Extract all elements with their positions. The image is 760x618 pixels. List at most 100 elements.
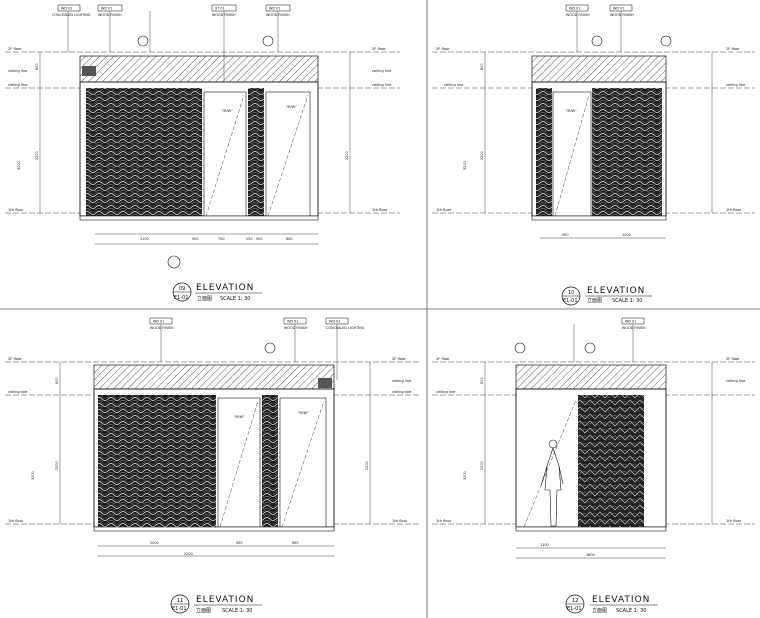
level-label: 2F floor (436, 357, 450, 361)
panel-title-block: 09 E1-01 ELEVATION 立面图 SCALE 1: 30 (172, 282, 262, 302)
vertical-dimensions: 2200 3200 800 (463, 52, 713, 213)
note-tags: WD 01 WOOD FINISH (573, 317, 646, 362)
panel-title-block: 12 E1-01 ELEVATION 立面图 SCALE 1: 30 (565, 594, 658, 614)
note-label: CONCEALED LIGHTING (326, 326, 365, 330)
dim-label: 3200 (463, 471, 467, 480)
dim-label: 800 (480, 64, 484, 70)
dim-label: 900 (562, 233, 568, 237)
wood-panel-wall (578, 395, 644, 527)
level-label: ceiling line (372, 83, 392, 87)
section-callout (167, 255, 181, 269)
section-marker (584, 342, 596, 354)
dim-label: 500 (236, 541, 242, 545)
level-label: ceiling line (444, 83, 464, 87)
tag-label: WD 01 (287, 320, 298, 324)
level-label: 1th floor (436, 519, 452, 523)
dim-label: 2200 (150, 541, 159, 545)
level-lines: 2F floor ceiling line 1th floor 2F floor… (432, 47, 755, 214)
section-marker (660, 35, 672, 47)
dim-label: 800 (286, 237, 292, 241)
panel-scale: SCALE 1: 30 (220, 296, 250, 302)
horizontal-dimensions: 1100 900 750 250 900 800 (95, 233, 318, 245)
panel-scale: SCALE 1: 30 (612, 298, 642, 304)
door-sign: "M/W" (286, 105, 297, 109)
note-tags: WD 01 WOOD FINISH WD 01 WOOD FINISH WD 0… (149, 317, 365, 380)
section-marker (262, 35, 274, 47)
panel-title: ELEVATION (196, 595, 254, 605)
dim-label: 2200 (345, 151, 349, 160)
level-label: 1th floor (8, 208, 24, 212)
tag-label: WD 01 (61, 7, 72, 11)
wood-panel-wall (86, 88, 202, 216)
dim-label: 750 (218, 237, 224, 241)
vertical-dimensions: 2200 3200 800 2200 (31, 362, 371, 524)
elevation-panel-11: WD 01 WOOD FINISH WD 01 WOOD FINISH WD 0… (5, 317, 420, 614)
panel-scale: SCALE 1: 30 (222, 608, 252, 614)
panel-ref: E1-01 (567, 606, 582, 612)
ceiling-slab (515, 364, 667, 390)
level-lines: 2F floor ceiling line 1th floor 2F floor… (5, 357, 420, 525)
door-sign: "M/W" (298, 411, 309, 415)
level-label: 1th floor (436, 208, 452, 212)
level-label: 2F floor (8, 357, 22, 361)
level-label: ceiling line (372, 69, 392, 73)
level-label: ceiling line (726, 379, 746, 383)
panel-ref: E1-01 (174, 295, 189, 301)
tag-label: WD 01 (329, 320, 340, 324)
floor-base (531, 215, 667, 221)
dim-label: 250 (246, 237, 252, 241)
dim-label: 2200 (184, 552, 193, 556)
dim-label: 900 (192, 237, 198, 241)
level-label: 1th floor (726, 519, 742, 523)
level-label: ceiling line (8, 83, 28, 87)
dim-label: 1200 (622, 233, 631, 237)
dim-label: 2200 (35, 151, 39, 160)
elevation-panel-10: WD 01 WOOD FINISH WD 01 WOOD FINISH 2F f… (432, 4, 755, 306)
level-label: 1th floor (726, 208, 742, 212)
note-tags: WD 01 CONCEALED LIGHTING WD 01 WOOD FINI… (52, 4, 291, 90)
panel-id: 10 (568, 290, 574, 296)
ceiling-slab (93, 364, 335, 390)
panel-title: ELEVATION (587, 286, 645, 296)
door-leaf (552, 91, 592, 217)
panel-title-block: 11 E1-01 ELEVATION 立面图 SCALE 1: 30 (170, 594, 262, 614)
level-label: ceiling line (436, 390, 456, 394)
wood-panel-strip (248, 88, 264, 216)
tag-label: WD 01 (625, 320, 636, 324)
wood-panel-wall (98, 395, 216, 527)
light-cove (82, 66, 96, 76)
dim-label: 2200 (365, 461, 369, 470)
level-label: 2F floor (726, 357, 740, 361)
wood-panel-strip (262, 395, 278, 527)
dim-label: 2200 (55, 461, 59, 470)
dim-label: 1100 (140, 237, 149, 241)
dim-label: 3200 (31, 471, 35, 480)
panel-id: 11 (177, 598, 183, 604)
section-marker (137, 35, 149, 47)
level-label: ceiling line (726, 83, 746, 87)
floor-base (515, 526, 667, 532)
elevation-panel-12: WD 01 WOOD FINISH 2F floor ceiling line … (432, 317, 755, 614)
tag-label: WD 01 (269, 7, 280, 11)
horizontal-dimensions: 2200 500 900 2200 (98, 541, 334, 557)
level-label: 1th floor (372, 208, 388, 212)
dim-label: 1100 (540, 543, 549, 547)
note-label: WOOD FINISH (284, 326, 308, 330)
section-marker (591, 35, 603, 47)
door-sign: "M/W" (234, 415, 245, 419)
vertical-dimensions: 2200 3200 800 2200 (17, 52, 351, 213)
dim-label: 900 (256, 237, 262, 241)
level-label: 1th floor (8, 519, 24, 523)
note-tags: WD 01 WOOD FINISH WD 01 WOOD FINISH (565, 4, 634, 52)
vertical-dimensions: 2200 3200 800 (463, 362, 713, 524)
tag-label: WD 01 (613, 7, 624, 11)
panel-cn-title: 立面图 (196, 607, 211, 614)
elevation-panel-09: WD 01 CONCEALED LIGHTING WD 01 WOOD FINI… (5, 4, 400, 302)
human-figure (540, 439, 564, 527)
level-label: 2F floor (8, 47, 22, 51)
note-label: WOOD FINISH (622, 326, 646, 330)
floor-base (93, 526, 335, 532)
door-leaf (279, 397, 327, 528)
wood-panel-strip (536, 88, 552, 216)
